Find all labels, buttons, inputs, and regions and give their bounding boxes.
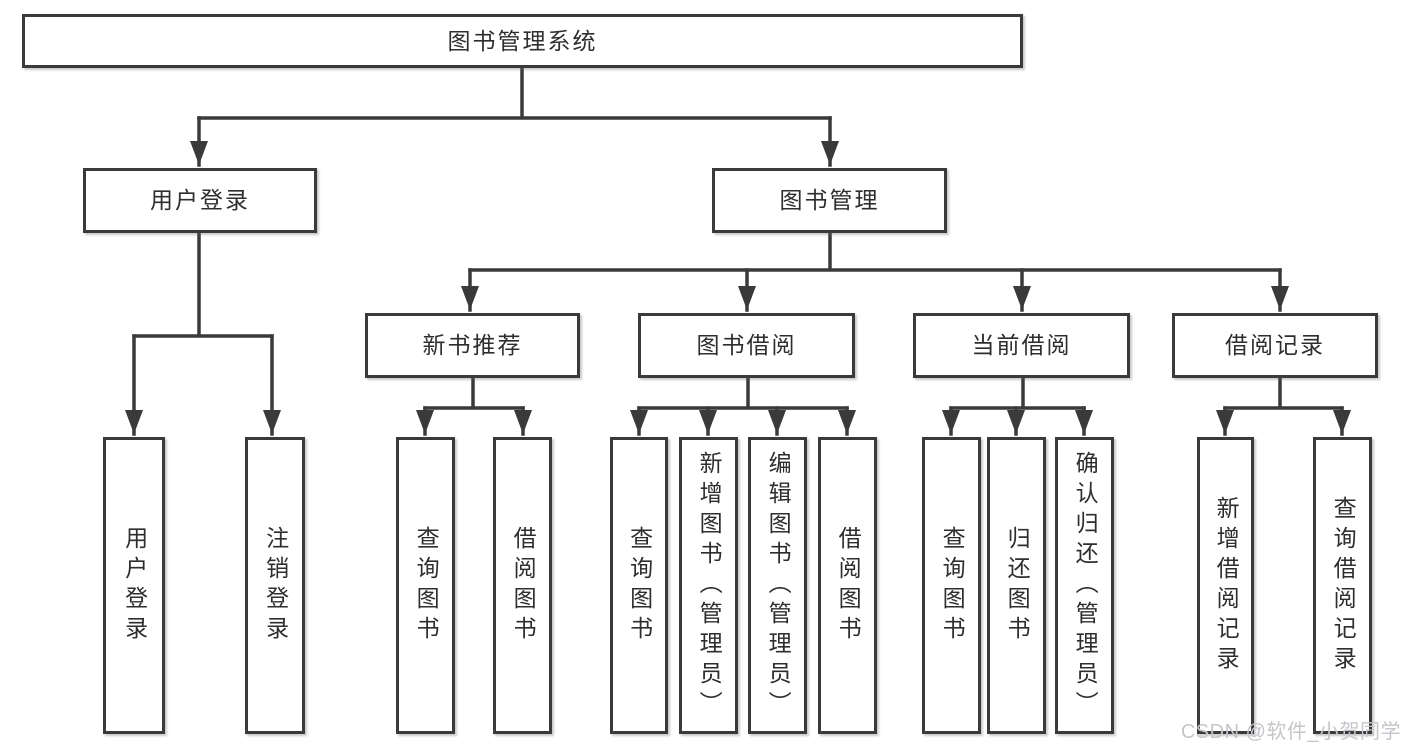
- node-borrow-record-label: 借阅记录: [1225, 332, 1325, 358]
- node-current-query-books: 查询图书: [922, 437, 981, 734]
- node-record-query-record: 查询借阅记录: [1313, 437, 1372, 734]
- node-recommend-query-books-label: 查询图书: [413, 525, 440, 646]
- node-borrow-add-books: 新增图书（管理员）: [679, 437, 738, 734]
- node-recommend-borrow-books-label: 借阅图书: [510, 525, 537, 646]
- connector-trunks: [132, 66, 1344, 410]
- node-current-return-books: 归还图书: [987, 437, 1046, 734]
- node-record-query-record-label: 查询借阅记录: [1330, 495, 1357, 676]
- node-borrow-record: 借阅记录: [1172, 313, 1378, 378]
- node-recommend-borrow-books: 借阅图书: [493, 437, 552, 734]
- node-root: 图书管理系统: [22, 14, 1023, 68]
- node-current-borrow: 当前借阅: [913, 313, 1130, 378]
- node-borrow-borrow-books: 借阅图书: [818, 437, 877, 734]
- node-current-confirm-return: 确认归还（管理员）: [1055, 437, 1114, 734]
- node-current-query-books-label: 查询图书: [939, 525, 966, 646]
- node-logout-label: 注销登录: [262, 525, 289, 646]
- node-user-login: 用户登录: [83, 168, 317, 233]
- node-book-borrow-label: 图书借阅: [696, 332, 797, 358]
- node-record-add-record-label: 新增借阅记录: [1213, 495, 1240, 676]
- node-borrow-add-books-label: 新增图书（管理员）: [696, 450, 723, 721]
- node-current-confirm-return-label: 确认归还（管理员）: [1072, 450, 1099, 721]
- node-borrow-edit-books-label: 编辑图书（管理员）: [765, 450, 792, 721]
- node-login: 用户登录: [103, 437, 165, 734]
- node-new-book-recommend-label: 新书推荐: [422, 332, 523, 358]
- csdn-watermark: CSDN @软件_小贺同学: [1180, 721, 1401, 743]
- node-book-management: 图书管理: [712, 168, 947, 233]
- node-borrow-query-books: 查询图书: [610, 437, 668, 734]
- node-user-login-label: 用户登录: [150, 187, 250, 213]
- node-new-book-recommend: 新书推荐: [365, 313, 580, 378]
- node-current-borrow-label: 当前借阅: [971, 332, 1072, 358]
- node-book-management-label: 图书管理: [779, 187, 880, 213]
- node-borrow-edit-books: 编辑图书（管理员）: [748, 437, 807, 734]
- node-logout: 注销登录: [245, 437, 305, 734]
- node-book-borrow: 图书借阅: [638, 313, 855, 378]
- node-borrow-borrow-books-label: 借阅图书: [835, 525, 862, 646]
- node-borrow-query-books-label: 查询图书: [626, 525, 653, 646]
- node-current-return-books-label: 归还图书: [1004, 525, 1031, 646]
- node-root-label: 图书管理系统: [447, 27, 598, 54]
- node-record-add-record: 新增借阅记录: [1197, 437, 1254, 734]
- node-login-label: 用户登录: [121, 525, 148, 646]
- node-recommend-query-books: 查询图书: [396, 437, 455, 734]
- connector-arrows: [125, 116, 1351, 436]
